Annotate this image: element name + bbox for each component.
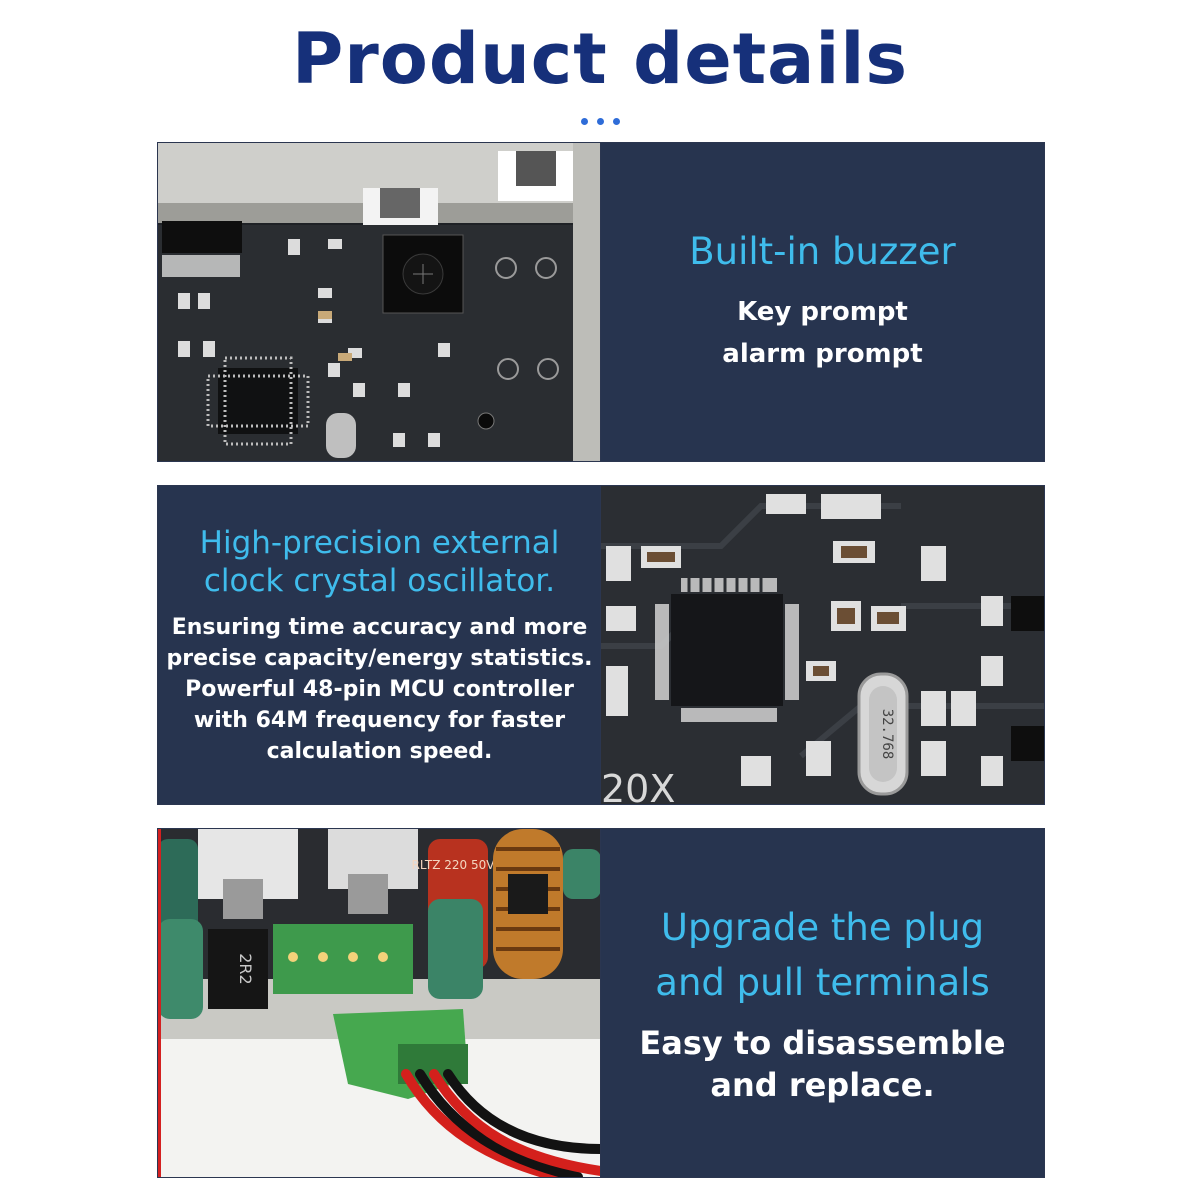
feature-desc-line: Ensuring time accuracy and more (171, 614, 588, 640)
dot (580, 118, 588, 125)
feature-desc-line: with 64M frequency for faster (193, 707, 566, 733)
feature-desc-line: alarm prompt (722, 338, 923, 369)
feature-title-line: and pull terminals (655, 961, 990, 1004)
mcu-photo: 32.768 20X (600, 485, 1045, 805)
feature-desc-line: precise capacity/energy statistics. (166, 645, 593, 671)
feature-title-line: Built-in buzzer (689, 229, 956, 273)
feature-desc-line: calculation speed. (266, 738, 493, 764)
feature-description: Key prompt alarm prompt (722, 291, 922, 375)
buzzer-photo (157, 142, 602, 462)
feature-desc-line: Key prompt (737, 296, 908, 327)
capacitor-label: RLTZ 220 50V (412, 858, 496, 872)
dot (612, 118, 620, 125)
crystal-label: 32.768 (879, 709, 895, 760)
feature-buzzer: Built-in buzzer Key prompt alarm prompt (600, 142, 1045, 462)
feature-title-line: High-precision external (199, 524, 560, 561)
feature-terminals: Upgrade the plug and pull terminals Easy… (600, 828, 1045, 1178)
feature-description: Easy to disassemble and replace. (639, 1022, 1005, 1106)
feature-crystal-oscillator: High-precision external clock crystal os… (157, 485, 602, 805)
feature-title-line: clock crystal oscillator. (203, 562, 556, 599)
board-marking: 20X (601, 767, 675, 804)
inductor-label: 2R2 (236, 953, 255, 984)
dot (596, 118, 604, 125)
feature-desc-line: Easy to disassemble (639, 1024, 1006, 1062)
feature-title: High-precision external clock crystal os… (200, 524, 560, 600)
page-title: Product details (291, 18, 909, 100)
feature-title: Built-in buzzer (689, 230, 956, 273)
feature-title: Upgrade the plug and pull terminals (655, 900, 989, 1010)
terminal-photo: RLTZ 220 50V 2R2 (157, 828, 602, 1178)
feature-desc-line: Powerful 48-pin MCU controller (185, 676, 574, 702)
feature-description: Ensuring time accuracy and more precise … (167, 612, 593, 767)
feature-desc-line: and replace. (710, 1066, 935, 1104)
feature-title-line: Upgrade the plug (660, 906, 985, 949)
title-dots (0, 118, 1200, 125)
